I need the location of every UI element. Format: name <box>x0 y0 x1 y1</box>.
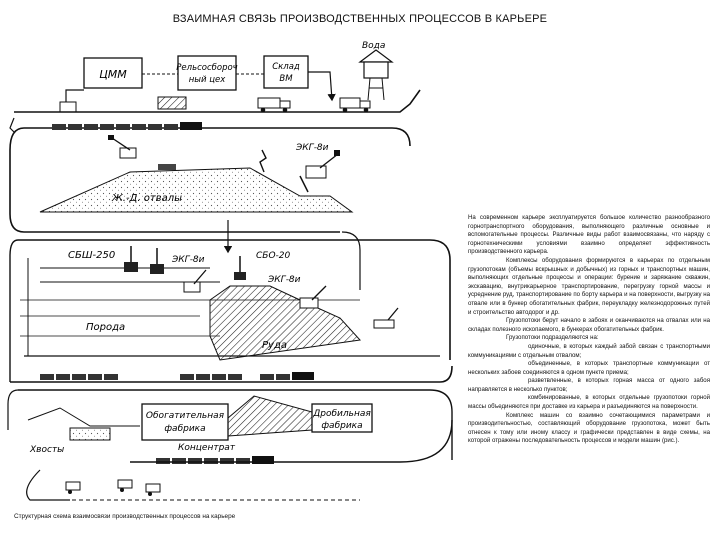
description-list-item: объединенные, в которых транспортные ком… <box>468 360 710 376</box>
crush-label-2: фабрика <box>321 421 362 431</box>
description-list-item: комбинированные, в которых отдельные гру… <box>468 394 710 411</box>
dumps-label: Ж.-Д. отвалы <box>111 193 182 204</box>
description-paragraph: Комплексы оборудования формируются в кар… <box>468 256 710 316</box>
concentrate-label: Концентрат <box>178 443 236 453</box>
description-text: На современном карьере эксплуатируется б… <box>468 214 710 446</box>
tails-label: Хвосты <box>29 445 64 455</box>
open-pit-block: СБШ-250 ЭКГ-8и СБО-20 ЭКГ-8и <box>9 220 453 383</box>
excavator-dump-left <box>108 135 137 159</box>
rail-shop-building: Рельсосборoч ный цех <box>176 55 238 91</box>
excavators-pit <box>183 269 399 329</box>
ore-label: Руда <box>262 340 287 351</box>
excavator-ekg-top <box>299 150 340 193</box>
enrich-label-1: Обогатительная <box>146 411 225 421</box>
sbu-label: СБО-20 <box>256 251 291 261</box>
rock-label: Порода <box>86 322 125 333</box>
description-paragraph: Комплекс машин со взаимно сочетающимися … <box>468 411 710 445</box>
description-list-item: разветвленные, в которых горная масса от… <box>468 377 710 393</box>
train-top <box>52 122 202 130</box>
description-paragraph: Грузопотоки подразделяются на: <box>506 334 599 342</box>
crushing-plant: Дробильная фабрика <box>311 403 373 433</box>
description-paragraph: На современном карьере эксплуатируется б… <box>468 214 710 256</box>
enrichment-plant: Обогатительная фабрика <box>141 403 229 441</box>
tailing-trucks <box>65 479 161 496</box>
sbsh-label: СБШ-250 <box>68 250 115 261</box>
warehouse-label-2: ВМ <box>279 74 293 84</box>
train-pit <box>40 372 314 380</box>
water-label: Вода <box>362 41 385 51</box>
rail-shop-label-2: ный цех <box>189 75 227 85</box>
railway-dumps-block: ЭКГ-8и Ж.-Д. отвалы <box>9 122 411 233</box>
rail-shop-label-1: Рельсосборoч <box>176 63 237 73</box>
description-list-item: одиночные, в которых каждый забой связан… <box>468 342 710 359</box>
ekg-mid-label: ЭКГ-8и <box>171 255 205 265</box>
enrich-label-2: фабрика <box>164 424 205 434</box>
figure-caption: Структурная схема взаимосвязи производст… <box>14 513 236 520</box>
cmm-building: ЦММ <box>83 57 143 89</box>
top-equipment-row <box>9 71 421 133</box>
warehouse-label-1: Склад <box>272 62 300 72</box>
page-title: ВЗАИМНАЯ СВЯЗЬ ПРОИЗВОДСТВЕННЫХ ПРОЦЕССО… <box>172 13 548 25</box>
train-bottom <box>156 456 274 464</box>
description-paragraph: Грузопотоки берут начало в забоях и окан… <box>468 317 710 333</box>
water-tower: Вода <box>358 41 394 101</box>
processing-block: Обогатительная фабрика Дробильная фабрик… <box>7 389 453 501</box>
cmm-label: ЦММ <box>99 68 127 81</box>
warehouse-building: Склад ВМ <box>263 55 309 89</box>
crush-label-1: Дробильная <box>312 409 371 419</box>
drill-rigs <box>124 246 246 280</box>
ekg-top-label: ЭКГ-8и <box>295 143 329 153</box>
ekg-right-label: ЭКГ-8и <box>267 275 301 285</box>
